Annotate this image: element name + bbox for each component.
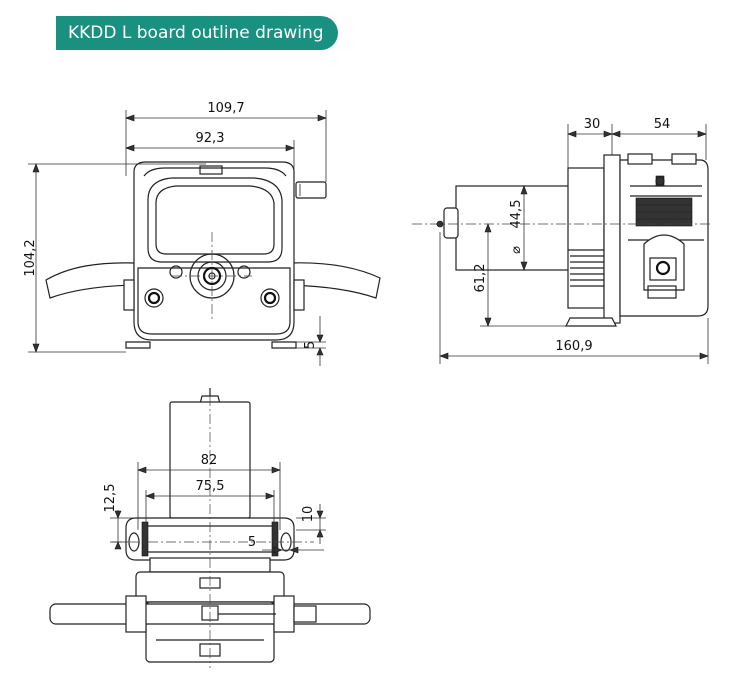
dim-height: 104,2	[23, 239, 38, 276]
front-view: 109,7 92,3 104,2 5	[23, 101, 381, 366]
dim-body-width: 92,3	[196, 131, 225, 146]
dim-hole-spacing: 82	[201, 453, 218, 468]
front-window	[147, 177, 283, 263]
drawing-title: KKDD L board outline drawing	[56, 16, 338, 50]
dim-ten: 10	[301, 506, 316, 523]
dim-length: 160,9	[555, 339, 592, 354]
dim-a: 30	[584, 117, 601, 132]
dim-b: 54	[654, 117, 671, 132]
dim-five: 5	[248, 535, 256, 550]
dim-foot: 5	[303, 341, 318, 349]
dim-diameter: 44,5	[509, 200, 524, 229]
dim-bracket: 12,5	[103, 484, 118, 513]
side-motor	[455, 185, 571, 271]
dim-inner-spacing: 75,5	[196, 479, 225, 494]
dim-overall-width: 109,7	[207, 101, 244, 116]
front-left-tube	[45, 262, 135, 299]
dim-shaft-height: 61,2	[473, 264, 488, 293]
side-view: 30 54 ⌀ 44,5 61,2 160,9	[412, 117, 712, 364]
front-right-tube	[289, 262, 381, 299]
bottom-view: 82 75,5 12,5 10 5	[49, 388, 371, 668]
dim-diameter-symbol: ⌀	[509, 246, 524, 254]
front-clamp-lever	[295, 181, 327, 199]
